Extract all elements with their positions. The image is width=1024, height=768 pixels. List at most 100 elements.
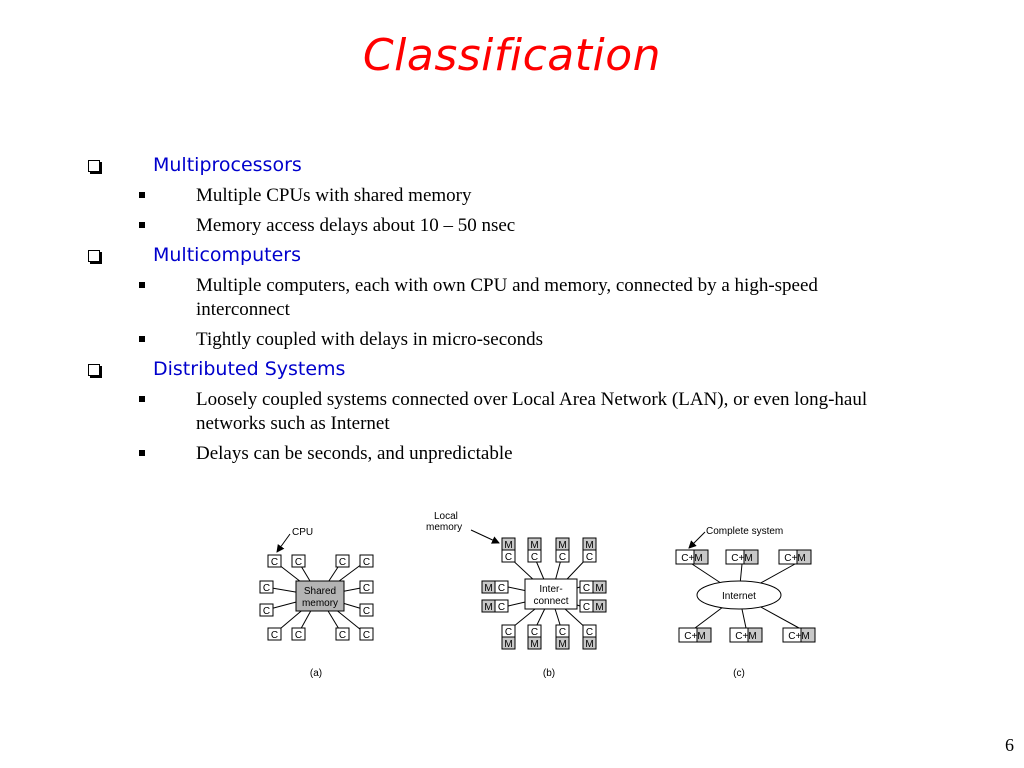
cpu-node-label: C <box>295 630 302 641</box>
memory-node-box <box>582 636 597 650</box>
memory-node-label: M <box>558 639 566 650</box>
memory-node-label: M <box>530 540 538 551</box>
cpu-node-label: C <box>271 630 278 641</box>
list-item: Tightly coupled with delays in micro-sec… <box>84 328 944 352</box>
heading-label: Distributed Systems <box>153 358 346 380</box>
cpu-node-box <box>555 549 570 563</box>
list-item-text: Multiple computers, each with own CPU an… <box>196 275 818 320</box>
complete-system-callout: Complete system <box>706 526 783 537</box>
callout-arrow <box>470 529 500 544</box>
cpu-node-label: C <box>263 606 270 617</box>
cpu-node-box <box>582 549 597 563</box>
computer-memory-box <box>743 549 759 565</box>
checkbox-bullet-icon <box>88 250 100 262</box>
list-item-text: Memory access delays about 10 – 50 nsec <box>196 215 516 236</box>
square-bullet-icon <box>139 192 145 198</box>
square-bullet-icon <box>139 336 145 342</box>
list-item-text: Loosely coupled systems connected over L… <box>196 389 868 434</box>
memory-node-label: M <box>504 540 512 551</box>
local-memory-callout-1: Local <box>434 511 458 522</box>
memory-node-box <box>501 636 516 650</box>
caption-c: (c) <box>733 668 745 679</box>
complete-system-node: C+M <box>784 553 805 564</box>
cpu-node-box <box>291 554 306 568</box>
cpu-node-label: C <box>586 552 593 563</box>
memory-node-box <box>592 580 607 594</box>
square-bullet-icon <box>139 222 145 228</box>
list-item: Delays can be seconds, and unpredictable <box>84 442 944 466</box>
list-item-text: Tightly coupled with delays in micro-sec… <box>196 329 544 350</box>
cpu-node-label: C <box>339 630 346 641</box>
internet-cloud <box>696 580 782 610</box>
cpu-node-label: C <box>531 627 538 638</box>
computer-memory-box <box>696 627 712 643</box>
callout-arrow <box>276 533 291 553</box>
complete-system-node: C+M <box>735 631 756 642</box>
cpu-node-label: C <box>363 583 370 594</box>
cpu-node-box <box>335 627 350 641</box>
cpu-node-label: C <box>559 627 566 638</box>
slide-title: Classification <box>362 30 662 81</box>
cpu-node-label: C <box>559 552 566 563</box>
cpu-node-label: C <box>498 583 505 594</box>
cpu-node-label: C <box>363 630 370 641</box>
internet-label: Internet <box>722 591 756 602</box>
interconnect-label-1: Inter- <box>539 584 562 595</box>
computer-memory-box <box>747 627 763 643</box>
shared-memory-label-2: memory <box>302 598 338 609</box>
local-memory-callout-2: memory <box>426 522 462 533</box>
cpu-node-label: C <box>295 557 302 568</box>
outline: Multiprocessors Multiple CPUs with share… <box>84 154 944 472</box>
cpu-node-label: C <box>498 602 505 613</box>
memory-node-label: M <box>504 639 512 650</box>
interconnect-label-2: connect <box>533 596 568 607</box>
heading-label: Multiprocessors <box>153 154 302 176</box>
cpu-node-box <box>359 580 374 594</box>
list-item-text: Delays can be seconds, and unpredictable <box>196 443 513 464</box>
cpu-node-box <box>259 580 274 594</box>
list-item: Multiple computers, each with own CPU an… <box>84 274 944 322</box>
checkbox-bullet-icon <box>88 364 100 376</box>
cpu-node-label: C <box>271 557 278 568</box>
cpu-node-box <box>494 580 509 594</box>
cpu-node-label: C <box>583 602 590 613</box>
cpu-node-label: C <box>339 557 346 568</box>
cpu-node-box <box>359 627 374 641</box>
heading-distributed-systems: Distributed Systems <box>84 358 944 388</box>
cpu-node-box <box>501 549 516 563</box>
memory-node-box <box>592 599 607 613</box>
interconnect-box <box>524 578 578 610</box>
cpu-node-box <box>359 603 374 617</box>
cpu-node-box <box>527 549 542 563</box>
computer-memory-box <box>800 627 816 643</box>
list-item: Memory access delays about 10 – 50 nsec <box>84 214 944 238</box>
cpu-node-label: C <box>363 606 370 617</box>
memory-node-box <box>527 636 542 650</box>
memory-node-label: M <box>595 583 603 594</box>
shared-memory-label-1: Shared <box>304 586 336 597</box>
cpu-node-label: C <box>505 552 512 563</box>
heading-multiprocessors: Multiprocessors <box>84 154 944 184</box>
list-item: Loosely coupled systems connected over L… <box>84 388 944 436</box>
cpu-callout: CPU <box>292 527 313 538</box>
cpu-node-label: C <box>263 583 270 594</box>
callout-arrow <box>688 531 706 549</box>
cpu-node-label: C <box>531 552 538 563</box>
square-bullet-icon <box>139 396 145 402</box>
list-item-text: Multiple CPUs with shared memory <box>196 185 472 206</box>
complete-system-node: C+M <box>731 553 752 564</box>
memory-node-label: M <box>530 639 538 650</box>
square-bullet-icon <box>139 282 145 288</box>
complete-system-node: C+M <box>788 631 809 642</box>
cpu-node-label: C <box>505 627 512 638</box>
complete-system-node: C+M <box>684 631 705 642</box>
checkbox-bullet-icon <box>88 160 100 172</box>
computer-memory-box <box>796 549 812 565</box>
cpu-node-box <box>267 554 282 568</box>
cpu-node-box <box>359 554 374 568</box>
